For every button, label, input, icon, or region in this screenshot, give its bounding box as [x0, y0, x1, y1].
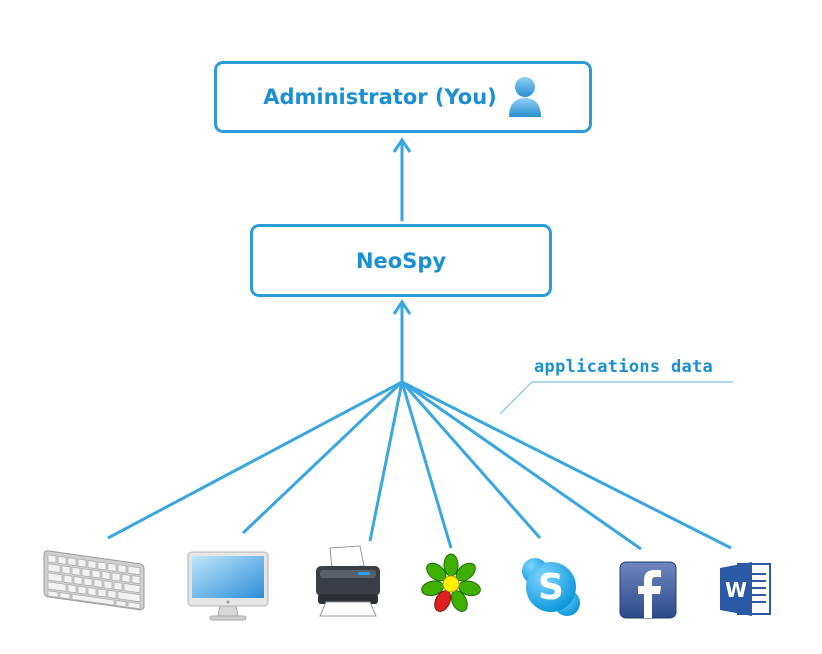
user-icon — [508, 77, 541, 117]
arrowhead-neospy — [392, 299, 412, 315]
svg-text:S: S — [538, 567, 564, 608]
applications-data-label: applications data — [534, 357, 714, 377]
fan-line-monitor — [241, 380, 404, 535]
neospy-label: NeoSpy — [355, 248, 447, 273]
skype-icon: S — [522, 558, 580, 616]
neospy-node: NeoSpy — [250, 224, 552, 297]
monitor-icon — [187, 551, 269, 621]
fan-line-icq — [400, 381, 453, 549]
word-icon: W — [720, 562, 771, 616]
fan-line-skype — [400, 381, 542, 539]
facebook-icon — [619, 561, 677, 619]
printer-icon — [316, 545, 380, 617]
fan-line-word — [401, 380, 732, 550]
keyboard-icon — [43, 550, 145, 611]
fan-line-printer — [368, 381, 404, 542]
icq-icon — [421, 553, 481, 612]
administrator-label: Administrator (You) — [263, 85, 497, 109]
arrowhead-admin — [392, 137, 412, 153]
svg-text:W: W — [725, 578, 747, 602]
fan-line-facebook — [401, 380, 642, 551]
fan-line-keyboard — [107, 380, 403, 540]
administrator-node: Administrator (You) — [214, 61, 592, 133]
annotation-leader — [499, 381, 733, 415]
